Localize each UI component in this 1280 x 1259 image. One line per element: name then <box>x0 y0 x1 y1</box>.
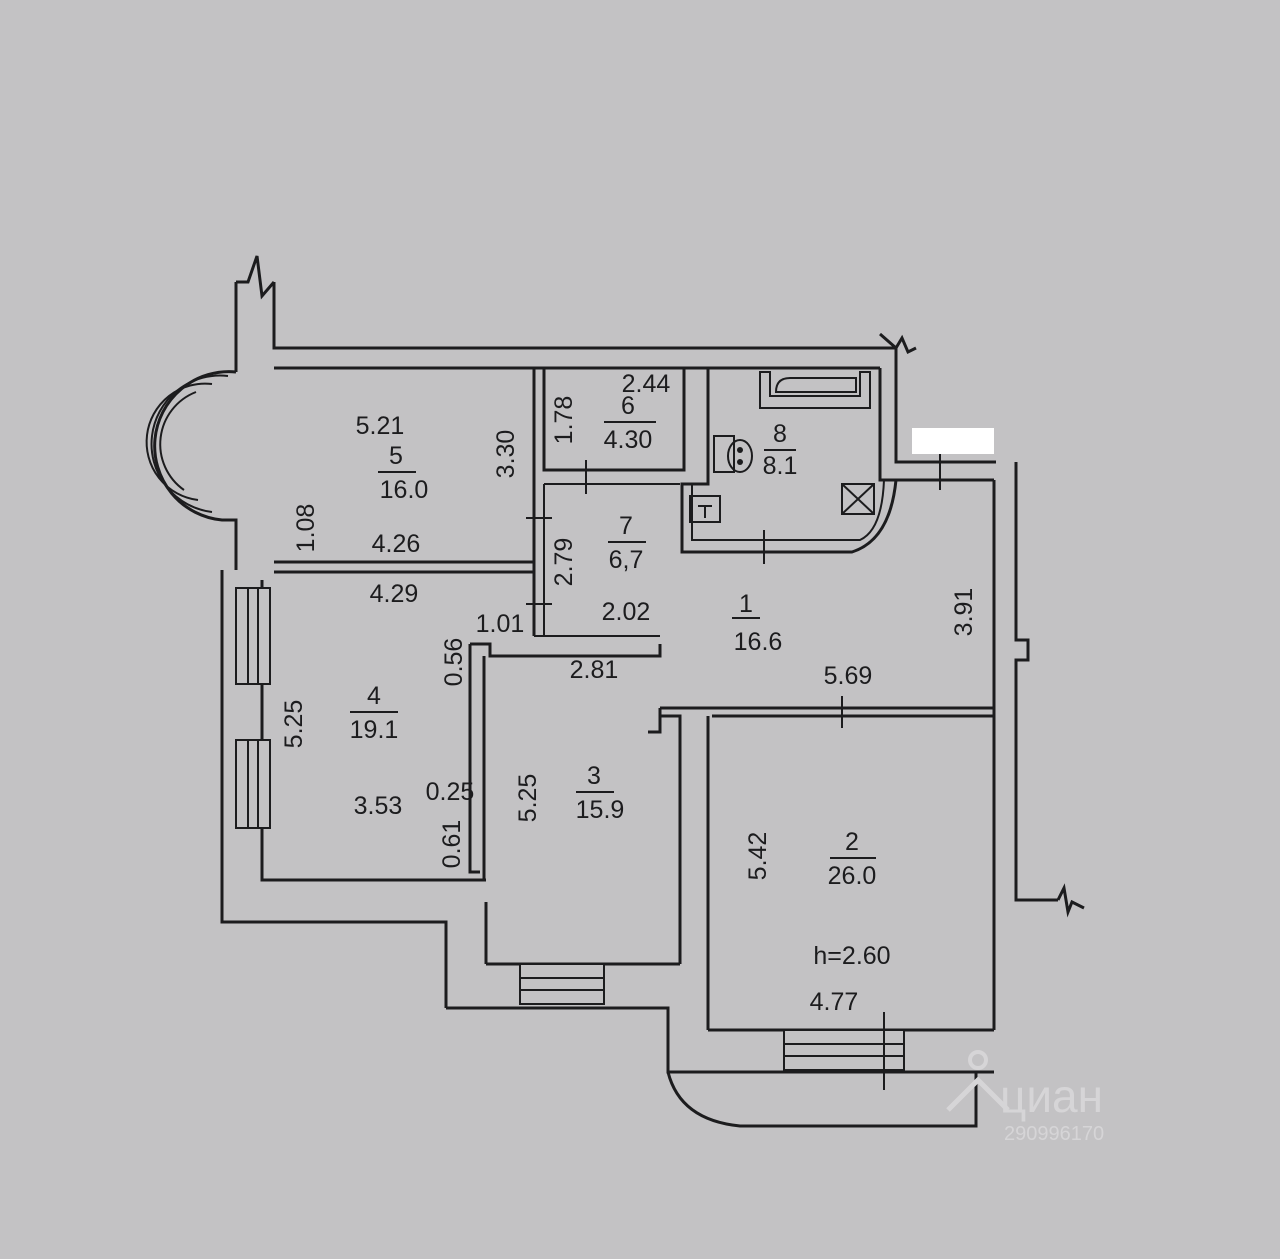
watermark-listing-id: 290996170 <box>1004 1123 1104 1145</box>
dimension-label: 5.42 <box>744 832 772 881</box>
dimension-label: 3.91 <box>950 588 978 637</box>
room-area: 4.30 <box>604 426 653 454</box>
watermark: циан 290996170 <box>946 1050 1104 1145</box>
watermark-brand: циан <box>1000 1070 1103 1122</box>
room-labels: 1 16.6 2 26.0 3 15.9 4 19.1 5 16.0 6 4.3… <box>350 392 877 890</box>
room-area: 26.0 <box>828 862 877 890</box>
dimension-label: 0.25 <box>426 778 475 806</box>
dimension-label: 5.25 <box>280 700 308 749</box>
dimension-label: 5.25 <box>514 774 542 823</box>
interior-walls <box>274 368 994 1030</box>
toilet-icon <box>713 435 753 473</box>
window-room2 <box>783 1012 905 1090</box>
room-3: 3 15.9 <box>576 762 625 824</box>
dimension-label: 1.78 <box>550 396 578 445</box>
ventilation-shaft-icon <box>841 483 875 515</box>
room-number: 7 <box>619 512 633 540</box>
room-4: 4 19.1 <box>350 682 399 744</box>
room-area: 16.6 <box>734 628 783 656</box>
bathtub-icon <box>759 371 871 409</box>
room-area: 16.0 <box>380 476 429 504</box>
room-number: 1 <box>739 590 753 618</box>
redaction-box <box>912 428 994 454</box>
dimension-label: 4.26 <box>372 530 421 558</box>
room-number: 3 <box>587 762 601 790</box>
dimension-label: 2.79 <box>550 538 578 587</box>
room-6: 6 4.30 <box>604 392 656 454</box>
dimension-labels: 5.21 3.30 4.26 1.08 2.44 1.78 2.79 2.02 … <box>280 370 978 1016</box>
dimension-label: 1.01 <box>476 610 525 638</box>
room-number: 5 <box>389 442 403 470</box>
room-area: 8.1 <box>763 452 798 480</box>
fixtures <box>689 371 994 523</box>
window-room3 <box>519 963 605 1005</box>
dimension-label: 3.53 <box>354 792 403 820</box>
room-7: 7 6,7 <box>608 512 646 574</box>
dimension-label: 4.77 <box>810 988 859 1016</box>
room-8: 8 8.1 <box>763 420 798 480</box>
window-room5 <box>235 587 271 685</box>
dimension-label: 2.81 <box>570 656 619 684</box>
dimension-label: 2.44 <box>622 370 671 398</box>
room-2: 2 26.0 <box>828 828 877 890</box>
room-1: 1 16.6 <box>732 590 782 656</box>
room-5: 5 16.0 <box>378 442 428 504</box>
room-number: 4 <box>367 682 381 710</box>
room-number: 8 <box>773 420 787 448</box>
dimension-label: 0.61 <box>438 820 466 869</box>
window-room4 <box>235 739 271 829</box>
dimension-label: 4.29 <box>370 580 419 608</box>
dimension-label: 3.30 <box>492 430 520 479</box>
dimension-label: 0.56 <box>440 638 468 687</box>
room-number: 6 <box>621 392 635 420</box>
dimension-label: 1.08 <box>292 504 320 553</box>
cian-logo-icon <box>946 1050 1010 1112</box>
sink-icon <box>689 495 721 523</box>
room-area: 6,7 <box>609 546 644 574</box>
dimension-label: 5.69 <box>824 662 873 690</box>
dimension-label: 5.21 <box>356 412 405 440</box>
exterior-walls <box>145 255 1085 1128</box>
ceiling-height-label: h=2.60 <box>813 942 890 970</box>
room-area: 19.1 <box>350 716 399 744</box>
room-area: 15.9 <box>576 796 625 824</box>
room-number: 2 <box>845 828 859 856</box>
dimension-label: 2.02 <box>602 598 651 626</box>
